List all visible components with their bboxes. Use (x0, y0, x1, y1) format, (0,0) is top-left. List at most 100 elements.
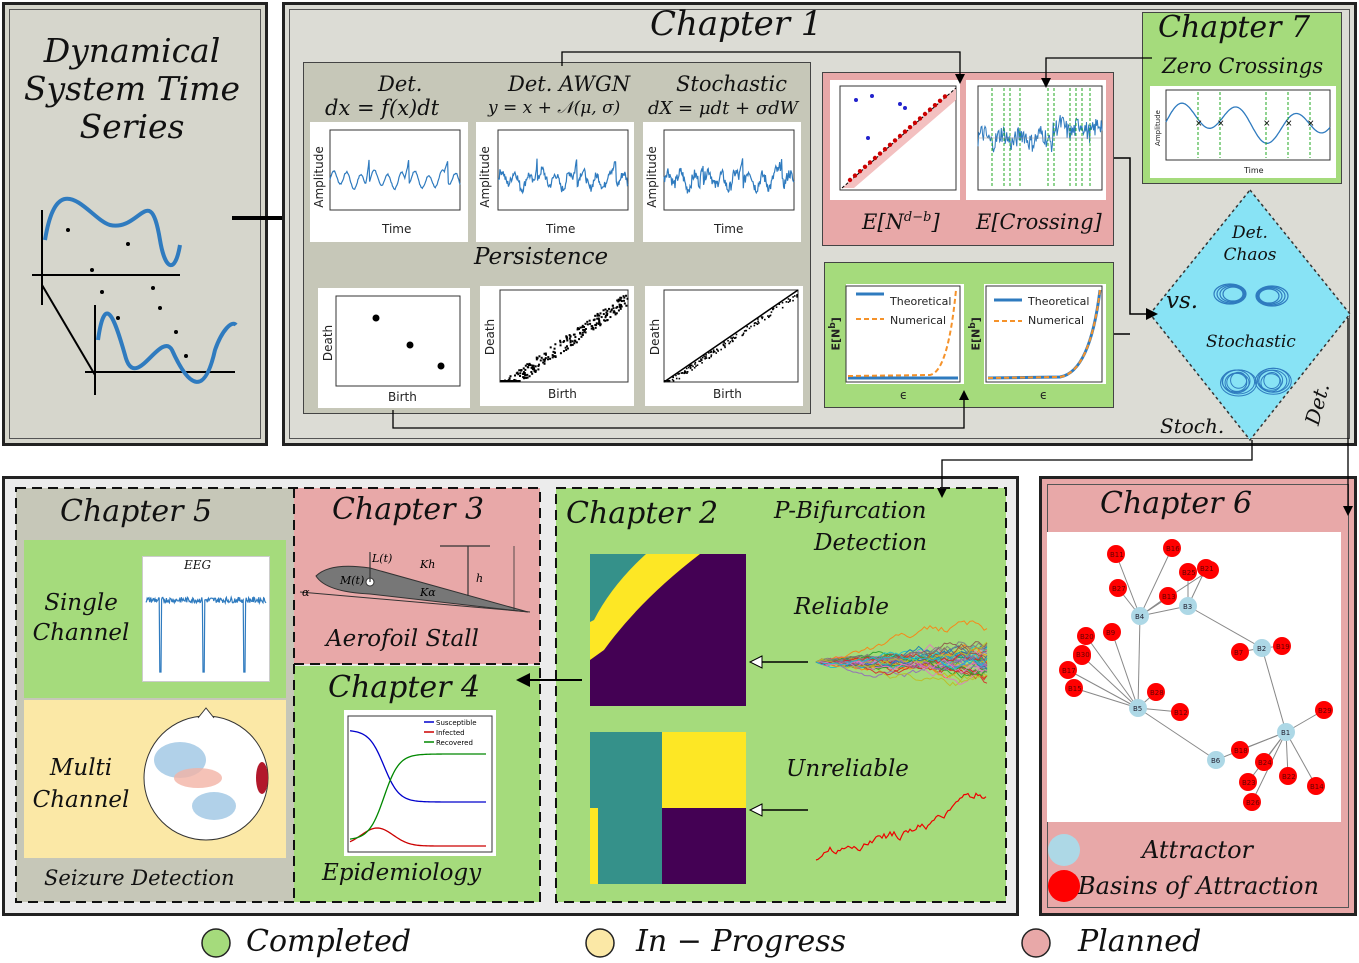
awgn-pd-point (574, 336, 577, 339)
eps-label-1: ϵ (900, 388, 908, 402)
basin-node (1231, 741, 1249, 759)
stoch-pd-point (664, 380, 667, 382)
stoch-pd-point (716, 349, 719, 351)
awgn-pd-point (530, 366, 533, 369)
basin-node-label: B13 (1162, 593, 1176, 601)
awgn-pd-point (526, 376, 529, 379)
awgn-pd-point (584, 322, 587, 325)
stochastic-label: Stochastic (1206, 332, 1296, 352)
awgn-pd-point (537, 364, 540, 367)
stoch-pd-point (735, 336, 737, 339)
basin-edge (1139, 547, 1173, 617)
chapter2-title: Chapter 2 (566, 496, 719, 531)
basin-node (1255, 753, 1273, 771)
stoch-pd-point (678, 377, 681, 380)
topo-blue-2 (192, 792, 236, 820)
legend-planned-label: Planned (1078, 924, 1202, 959)
basin-node-label: B16 (1166, 545, 1180, 553)
det-label: Det. (378, 72, 423, 96)
stoch-pd-point (683, 372, 686, 375)
ch7-signal (1165, 102, 1331, 144)
stoch-pd-point (785, 301, 788, 303)
ndb-blue-point (898, 102, 902, 106)
awgn-pd-point (506, 380, 509, 382)
stoch-pd-point (757, 318, 759, 320)
awgn-pd-point (623, 302, 626, 305)
awgn-pd-point (597, 322, 600, 325)
reliable-teal (590, 554, 646, 622)
awgn-pd-point (544, 358, 547, 361)
stoch-pd-point (734, 337, 736, 339)
awgn-pd-point (526, 366, 529, 369)
connector-stoch-head (937, 488, 947, 498)
reliable-path (815, 658, 988, 681)
awgn-pd-point (542, 358, 545, 361)
basin-legend-label: Basins of Attraction (1078, 872, 1319, 900)
basin-node (1179, 563, 1197, 581)
chaos-attractor-right (1257, 287, 1283, 305)
stoch-pd-point (717, 350, 719, 352)
ndb-red-point (917, 116, 923, 121)
awgn-persistence-plot (480, 286, 634, 406)
stoch-pd-point (724, 342, 727, 345)
basin-node-label: B9 (1106, 629, 1115, 637)
basin-node (1231, 643, 1249, 661)
awgn-pd-point (569, 335, 572, 338)
stoch-pd-point (748, 327, 751, 330)
awgn-label: Det. AWGN (508, 72, 631, 96)
unreliable-teal-top (590, 732, 662, 808)
awgn-pd-point (530, 371, 533, 374)
stoch-equation: dX = μdt + σdW (648, 98, 799, 119)
awgn-pd-point (552, 350, 555, 353)
stoch-pd-point (705, 354, 707, 356)
awgn-pd-point (549, 346, 552, 349)
stoch-attractor-left (1230, 371, 1248, 389)
stoch-pd-point (680, 372, 683, 374)
stoch-pd-point (672, 376, 675, 378)
basin-node-label: B29 (1318, 707, 1332, 715)
aerofoil-symbol: α (302, 586, 310, 599)
stoch-pd-point (708, 352, 710, 354)
stoch-pd-point (668, 380, 670, 382)
basin-node (1147, 683, 1165, 701)
awgn-pd-point (525, 376, 528, 379)
awgn-pd-point (586, 320, 589, 323)
awgn-pd-point (547, 356, 550, 359)
awgn-pd-point (569, 341, 572, 344)
nb-plot-1 (846, 284, 964, 384)
awgn-pd-point (569, 339, 572, 342)
ch7-cross: × (1307, 119, 1315, 129)
stoch-pd-point (675, 377, 678, 380)
awgn-pd-point (602, 313, 605, 316)
awgn-pd-point (523, 376, 526, 379)
attractor-node (1277, 723, 1295, 741)
awgn-pd-point (500, 380, 503, 382)
attractor-node (1179, 597, 1197, 615)
chaos-attractor-left (1222, 286, 1244, 302)
stoch-pd-point (753, 324, 756, 327)
stoch-pd-point (689, 366, 692, 369)
basin-node (1239, 773, 1257, 791)
det-pd-frame (335, 295, 461, 387)
awgn-pd-point (543, 362, 546, 365)
stoch-pd-point (700, 359, 703, 361)
stoch-attractor-left (1221, 369, 1251, 393)
time-label-1: Time (382, 222, 412, 236)
stoch-branch-label: Stoch. (1160, 414, 1225, 438)
awgn-pd-point (578, 338, 581, 341)
basin-edge (1067, 669, 1139, 709)
ch2-to-ch4-head (516, 673, 530, 687)
awgn-pd-point (581, 324, 584, 327)
awgn-pd-point (571, 343, 574, 346)
awgn-pd-point (537, 368, 540, 371)
attractor-node (1129, 699, 1147, 717)
e-ndb-label: E[Nd−b] (862, 210, 940, 234)
stoch-pd-point (694, 361, 697, 364)
ch7-frame (1165, 89, 1331, 161)
awgn-pd-point (539, 359, 542, 362)
legend-inprogress-dot (585, 928, 615, 958)
stoch-pd-point (694, 363, 696, 365)
awgn-pd-point (518, 369, 521, 372)
awgn-pd-point (596, 314, 599, 317)
stoch-pd-point (691, 369, 693, 371)
